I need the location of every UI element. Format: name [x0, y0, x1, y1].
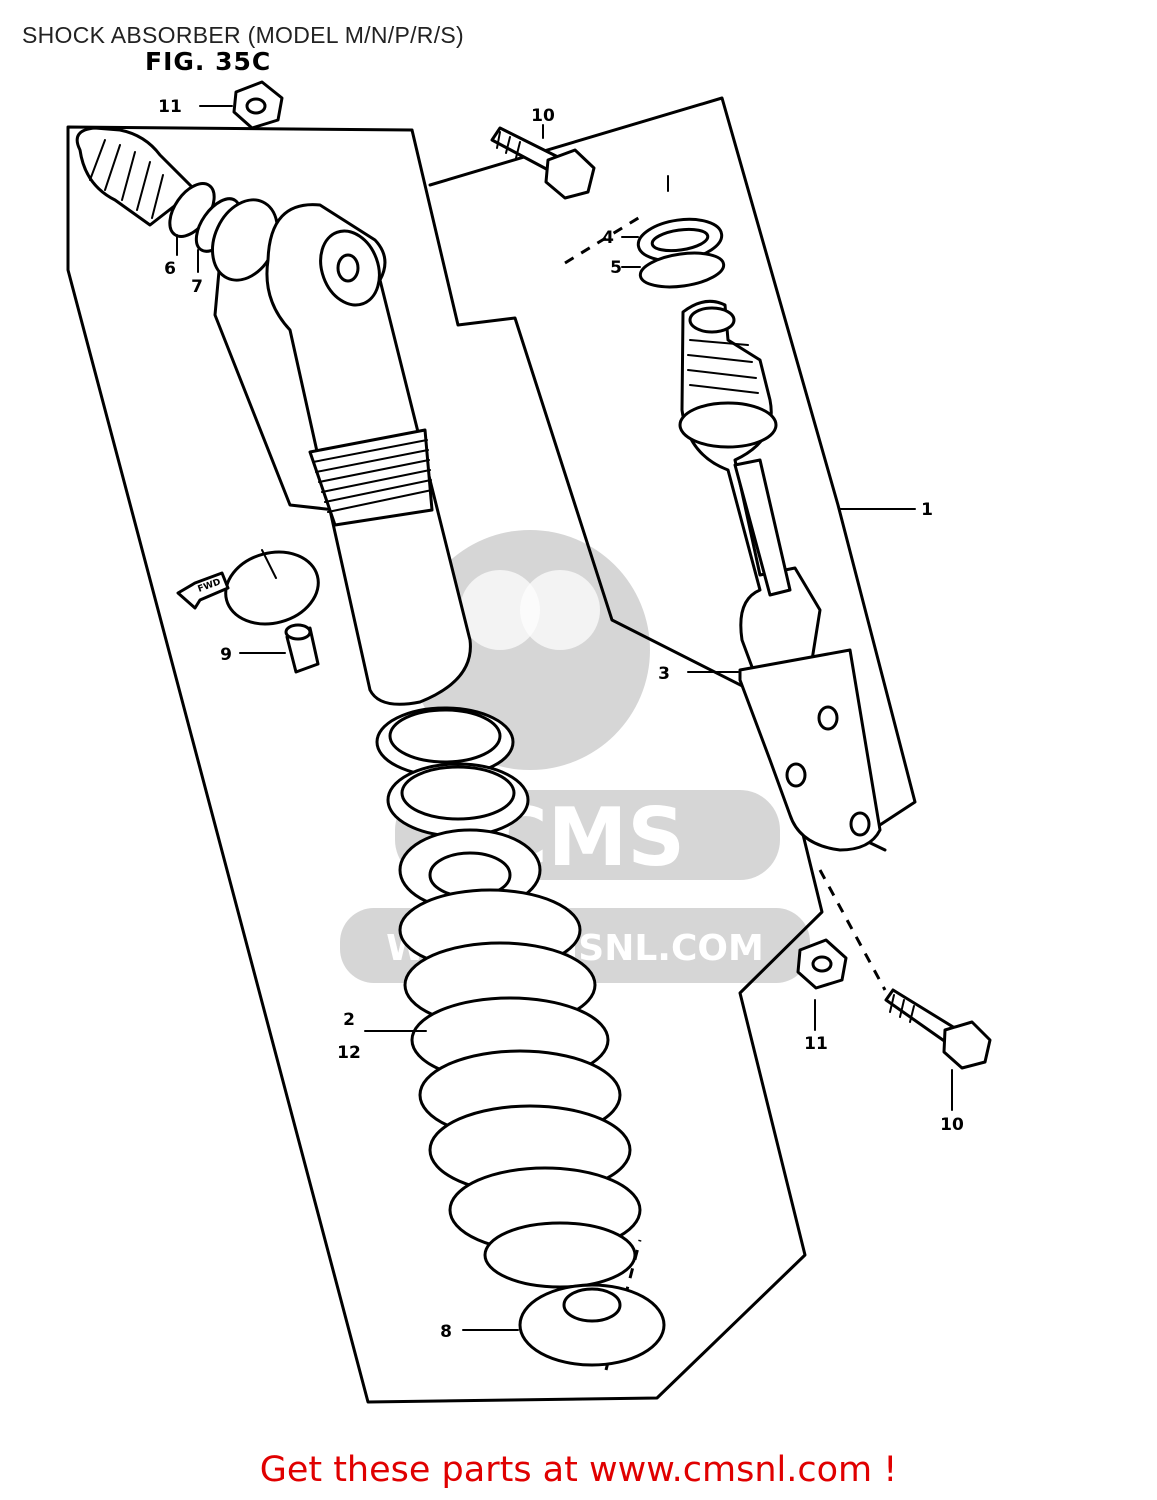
figure-label: FIG. 35C [145, 47, 271, 76]
lock-nut-lower-part [386, 762, 530, 838]
callout-4: 4 [602, 228, 614, 248]
circlip-part [224, 550, 320, 626]
nut-11-bottom-part [796, 938, 848, 990]
page-title: SHOCK ABSORBER (MODEL M/N/P/R/S) [22, 22, 464, 48]
spring-seat-8-part [518, 1283, 666, 1367]
callout-6: 6 [164, 259, 176, 279]
callout-11-top: 11 [158, 97, 182, 117]
lock-nut-upper-part [375, 706, 515, 778]
dashed-guide-top [564, 215, 641, 265]
leader-lines [199, 105, 953, 1331]
callout-11-bottom: 11 [804, 1034, 828, 1054]
piston-rod-assembly-part [678, 299, 822, 682]
callout-8: 8 [440, 1322, 452, 1342]
callout-7: 7 [191, 277, 203, 297]
dashed-guide-right [818, 869, 887, 991]
valve-cap-9-part [284, 623, 320, 674]
clevis-3-part [738, 648, 882, 852]
callout-10-top: 10 [531, 106, 555, 126]
callout-3: 3 [658, 664, 670, 684]
forward-direction-arrow-icon: FWD [176, 571, 230, 610]
callout-5: 5 [610, 258, 622, 278]
dust-boot-part [75, 126, 197, 227]
callout-1: 1 [921, 500, 933, 520]
get-parts-link[interactable]: Get these parts at www.cmsnl.com ! [259, 1450, 898, 1490]
ring-5-part [638, 251, 726, 289]
callout-10-bottom: 10 [940, 1115, 964, 1135]
spring-2-12-part [398, 828, 642, 1289]
damper-body-part [265, 203, 472, 706]
left-assembly-outline [66, 125, 824, 1404]
callout-2: 2 [343, 1010, 355, 1030]
bolt-10-top-part [490, 126, 596, 200]
bolt-10-bottom-part [884, 988, 992, 1070]
callout-12: 12 [337, 1043, 361, 1063]
nut-11-top-part [232, 80, 284, 130]
callout-9: 9 [220, 645, 232, 665]
